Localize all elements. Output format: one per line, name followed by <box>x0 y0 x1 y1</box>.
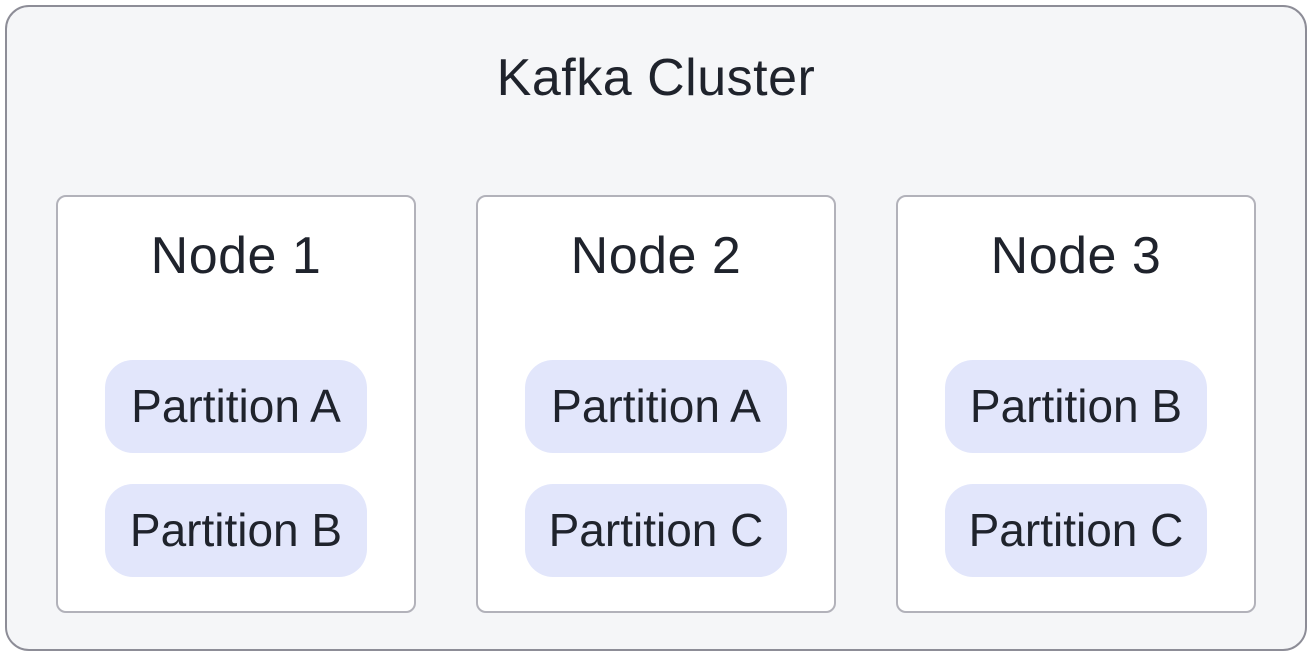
node-title: Node 3 <box>990 227 1162 286</box>
nodes-row: Node 1 Partition A Partition B Node 2 Partit… <box>7 195 1305 614</box>
partition-list: Partition A Partition B <box>105 359 367 577</box>
cluster-title: Kafka Cluster <box>496 49 816 107</box>
node-card: Node 3 Partition B Partition C <box>896 195 1256 614</box>
partition-list: Partition B Partition C <box>945 359 1207 577</box>
partition-pill: Partition B <box>945 359 1207 453</box>
node-title: Node 2 <box>570 227 742 286</box>
partition-list: Partition A Partition C <box>525 359 787 577</box>
node-title: Node 1 <box>150 227 322 286</box>
partition-pill: Partition A <box>525 359 787 453</box>
partition-pill: Partition B <box>105 483 367 577</box>
node-card: Node 2 Partition A Partition C <box>476 195 836 614</box>
node-card: Node 1 Partition A Partition B <box>56 195 416 614</box>
partition-pill: Partition C <box>525 483 787 577</box>
partition-pill: Partition A <box>105 359 367 453</box>
partition-pill: Partition C <box>945 483 1207 577</box>
